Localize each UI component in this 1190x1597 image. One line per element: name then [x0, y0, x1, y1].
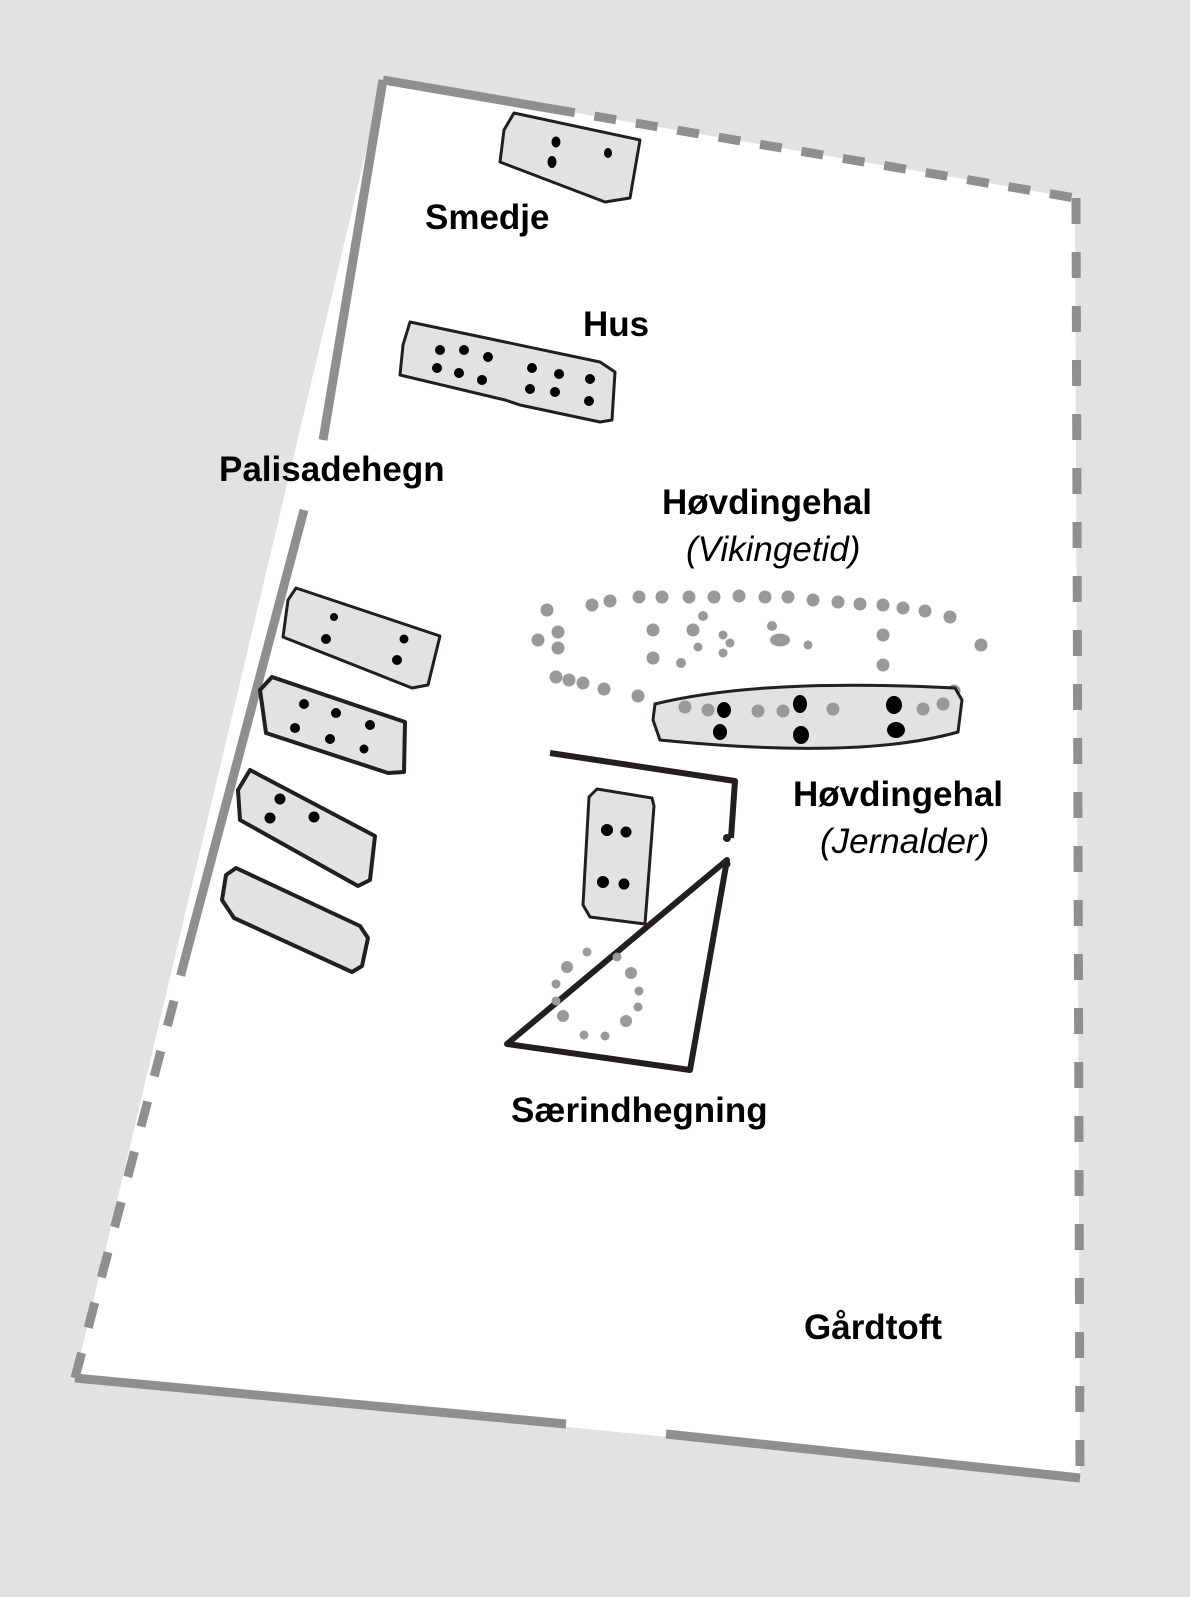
- palisade-left-lower-dashed: [70, 953, 191, 1380]
- palisade-left-upper: [318, 79, 388, 441]
- posts-smedje: [547, 136, 612, 168]
- label-vikingetid-period: (Vikingetid): [686, 530, 861, 569]
- post-ring: [551, 947, 644, 1041]
- building-row-1[interactable]: [281, 586, 442, 690]
- palisade-bottom-right: [665, 1429, 1081, 1483]
- palisade-fence: [70, 75, 1085, 1483]
- hall-jernalder[interactable]: [651, 683, 964, 750]
- enclosure-saerindhegning[interactable]: [504, 750, 738, 1073]
- label-hus: Hus: [583, 305, 650, 344]
- building-row-2[interactable]: [258, 675, 407, 775]
- palisade-left-middle: [181, 508, 309, 957]
- posts-hus: [432, 345, 595, 406]
- label-hall-jernalder: Høvdingehal: [793, 775, 1004, 814]
- building-hus[interactable]: [398, 320, 617, 424]
- palisade-top-dashed: [552, 104, 1076, 203]
- label-smedje: Smedje: [425, 198, 550, 237]
- hall-vikingetid-posts: [531, 589, 988, 703]
- building-row-4[interactable]: [220, 866, 370, 974]
- palisade-bottom-left: [74, 1373, 567, 1429]
- palisade-top-solid: [382, 75, 554, 114]
- label-gaardtoft: Gårdtoft: [804, 1308, 943, 1347]
- label-hall-vikingetid: Høvdingehal: [662, 483, 873, 522]
- label-saerindhegning: Særindhegning: [511, 1091, 768, 1130]
- label-jernalder-period: (Jernalder): [820, 822, 990, 861]
- building-row-3[interactable]: [236, 768, 377, 888]
- building-smedje[interactable]: [498, 111, 642, 204]
- posts-hall-jernalder: [713, 695, 905, 744]
- label-palisadehegn: Palisadehegn: [219, 450, 445, 489]
